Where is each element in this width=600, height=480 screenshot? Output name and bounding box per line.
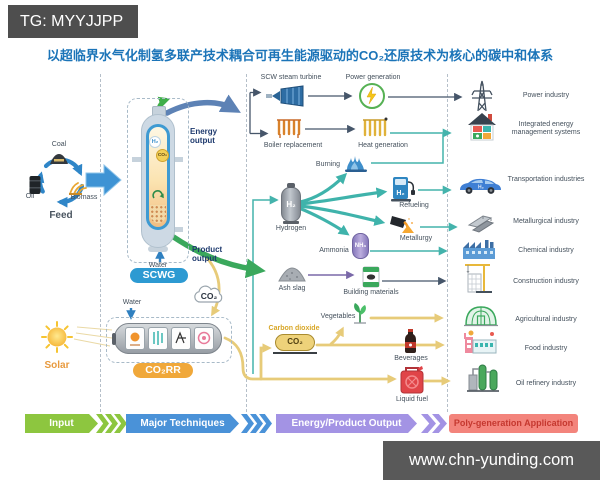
oil-refinery-icon xyxy=(465,362,501,399)
reactor-bottom-nozzle xyxy=(173,227,183,232)
cell-3 xyxy=(171,327,191,350)
legend-major-techniques: Major Techniques xyxy=(126,414,239,433)
steam-turbine-icon xyxy=(266,85,308,112)
hydrogen-car-icon: H₂ xyxy=(457,175,503,200)
beverage-bottle-icon xyxy=(404,329,417,359)
ash-slag-label: Ash slag xyxy=(278,285,306,292)
boiler-replacement-label: Boiler replacement xyxy=(263,142,323,149)
coal-label: Coal xyxy=(51,141,67,148)
heat-radiator-icon xyxy=(361,116,389,146)
ash-slag-icon xyxy=(277,263,307,288)
divider-line xyxy=(447,74,448,412)
scwg-water-label: Water xyxy=(148,262,168,269)
co2rr-water-label: Water xyxy=(122,299,142,306)
carbon-dioxide-label: Carbon dioxide xyxy=(268,325,320,332)
cement-bag-icon xyxy=(361,266,381,293)
agricultural-industry-label: Agricultural industry xyxy=(515,316,577,323)
liquid-fuel-label: Liquid fuel xyxy=(396,396,428,403)
biomass-label: Biomass xyxy=(70,194,98,201)
metallurgical-industry-label: Metallurgical industry xyxy=(513,218,579,225)
co2-bubble: CO₂ xyxy=(156,149,169,162)
recycle-icon xyxy=(151,189,165,207)
energy-output-label: Energy output xyxy=(190,127,218,146)
transportation-label: Transportation industries xyxy=(507,176,585,183)
tag-banner: TG: MYYJJPP xyxy=(8,5,138,38)
power-generation-label: Power generation xyxy=(345,74,401,81)
tank-valve xyxy=(287,183,295,188)
food-factory-icon xyxy=(461,329,499,360)
ammonia-label: Ammonia xyxy=(319,247,349,254)
biomass-icon xyxy=(66,180,88,201)
construction-crane-icon xyxy=(461,262,493,299)
oil-barrel-icon xyxy=(28,175,42,200)
coal-icon xyxy=(48,151,70,170)
reactor-bottom-cap xyxy=(148,246,168,252)
smart-home-icon xyxy=(466,110,498,147)
jerry-can-icon xyxy=(400,365,424,399)
ammonia-tank-icon: NH₃ xyxy=(352,233,369,259)
burning-label: Burning xyxy=(315,161,341,168)
co2rr-pill: CO₂RR xyxy=(133,363,193,378)
vegetables-icon xyxy=(350,301,370,329)
hydrogen-label: Hydrogen xyxy=(275,225,307,232)
building-materials-label: Building materials xyxy=(343,289,399,296)
chemical-industry-label: Chemical industry xyxy=(518,247,574,254)
co2rr-dashed-box xyxy=(106,317,232,363)
legend-energy-product-output: Energy/Product Output xyxy=(276,414,417,433)
cell-1 xyxy=(125,327,145,350)
co2-tank-icon: CO₂ xyxy=(275,334,315,351)
oil-label: Oil xyxy=(25,193,35,200)
svg-text:H₂: H₂ xyxy=(478,185,484,191)
device-cap xyxy=(112,333,116,345)
scw-steam-turbine-label: SCW steam turbine xyxy=(260,74,322,81)
greenhouse-icon xyxy=(463,299,499,332)
heat-generation-label: Heat generation xyxy=(358,142,408,149)
burning-flame-icon xyxy=(342,152,370,179)
scwg-dashed-box xyxy=(127,98,189,263)
feed-label: Feed xyxy=(49,210,73,221)
sun-icon xyxy=(40,320,74,359)
svg-text:CO₂: CO₂ xyxy=(201,291,218,301)
divider-line xyxy=(246,74,247,412)
steel-beams-icon xyxy=(466,207,496,238)
product-output-label: Product output xyxy=(192,245,223,264)
co2-tank-base xyxy=(273,352,317,354)
oil-refinery-label: Oil refinery industry xyxy=(515,380,577,387)
metallurgy-label: Metallurgy xyxy=(399,235,433,242)
chemical-factory-icon xyxy=(461,238,497,265)
divider-line xyxy=(100,74,101,412)
tank-base xyxy=(283,221,299,224)
co2-cloud-icon: CO₂ xyxy=(191,284,227,311)
co2rr-device xyxy=(112,323,222,354)
svg-text:H₂: H₂ xyxy=(396,190,404,197)
hydrogen-tank-icon: H₂ xyxy=(281,187,301,222)
construction-industry-label: Construction industry xyxy=(513,278,579,285)
integrated-energy-label: Integrated energy management systems xyxy=(511,121,581,137)
cell-2 xyxy=(148,327,168,350)
power-generation-icon xyxy=(359,83,385,109)
metallurgy-ladle-icon xyxy=(389,212,419,241)
solar-label: Solar xyxy=(44,360,70,371)
power-pylon-icon xyxy=(468,79,496,117)
cell-4 xyxy=(194,327,214,350)
refueling-pump-icon: H₂ xyxy=(391,174,417,207)
food-industry-label: Food industry xyxy=(524,345,568,352)
boiler-radiator-icon xyxy=(274,117,304,145)
refueling-label: Refueling xyxy=(399,202,429,209)
legend-poly-generation: Poly-generation Application xyxy=(449,414,578,433)
reactor-right-nozzle xyxy=(173,157,183,162)
page-title: 以超临界水气化制氢多联产技术耦合可再生能源驱动的CO₂还原技术为核心的碳中和体系 xyxy=(46,48,554,63)
scwg-pill: SCWG xyxy=(130,268,188,283)
legend-input: Input xyxy=(25,414,98,433)
website-banner: www.chn-yunding.com xyxy=(383,441,600,480)
reactor-left-nozzle xyxy=(132,157,142,162)
catalyst-bed xyxy=(150,205,166,223)
h2-bubble: H₂ xyxy=(149,136,161,148)
beverages-label: Beverages xyxy=(394,355,428,362)
power-industry-label: Power industry xyxy=(522,92,570,99)
vegetables-label: Vegetables xyxy=(320,313,356,320)
